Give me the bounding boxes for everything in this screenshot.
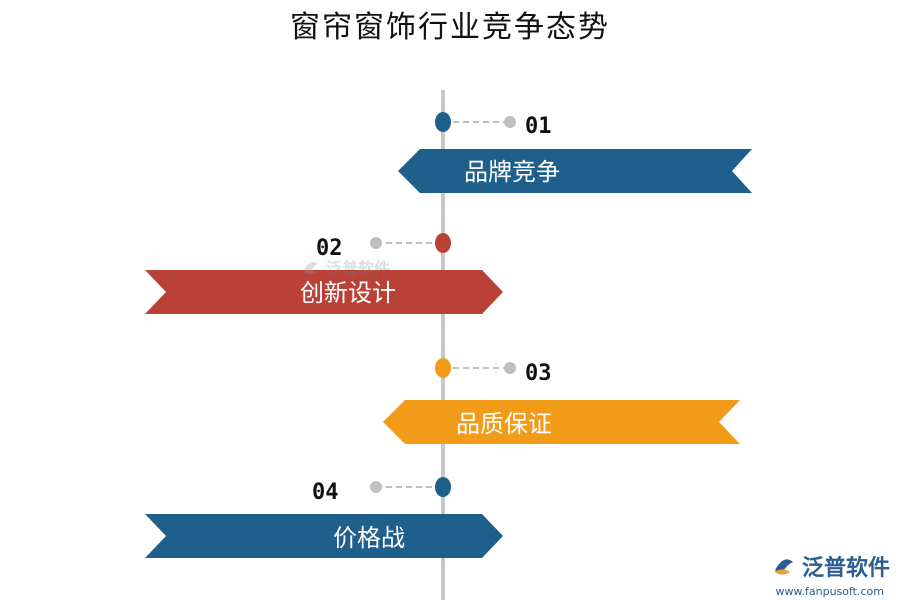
watermark: 泛普软件 bbox=[300, 255, 390, 279]
brand-logo: 泛普软件 bbox=[770, 550, 890, 582]
timeline-node bbox=[435, 112, 451, 132]
timeline-item-2: 02 创新设计 bbox=[145, 233, 503, 314]
connector-end-dot bbox=[370, 481, 382, 493]
connector-end-dot bbox=[504, 362, 516, 374]
logo-url: www.fanpusoft.com bbox=[775, 585, 884, 598]
connector-end-dot bbox=[504, 116, 516, 128]
page-title: 窗帘窗饰行业竞争态势 bbox=[290, 10, 610, 45]
arrow-banner bbox=[145, 514, 503, 558]
timeline-item-3: 03 品质保证 bbox=[383, 358, 740, 444]
connector-end-dot bbox=[370, 237, 382, 249]
item-number: 02 bbox=[316, 236, 343, 261]
logo-icon bbox=[303, 262, 318, 274]
logo-icon bbox=[773, 559, 793, 575]
item-label: 价格战 bbox=[333, 524, 405, 552]
timeline-node bbox=[435, 233, 451, 253]
item-number: 04 bbox=[312, 480, 339, 505]
item-number: 03 bbox=[525, 361, 552, 386]
timeline-item-1: 01 品牌竞争 bbox=[398, 112, 752, 193]
arrow-banner bbox=[398, 149, 752, 193]
item-label: 品质保证 bbox=[456, 410, 552, 438]
item-number: 01 bbox=[525, 114, 552, 139]
timeline-item-4: 04 价格战 bbox=[145, 477, 503, 558]
logo-text: 泛普软件 bbox=[801, 556, 890, 581]
timeline-node bbox=[435, 477, 451, 497]
item-label: 创新设计 bbox=[300, 279, 396, 307]
item-label: 品牌竞争 bbox=[464, 158, 560, 186]
arrow-banner bbox=[145, 270, 503, 314]
timeline-node bbox=[435, 358, 451, 378]
arrow-banner bbox=[383, 400, 740, 444]
watermark-text: 泛普软件 bbox=[326, 259, 391, 278]
